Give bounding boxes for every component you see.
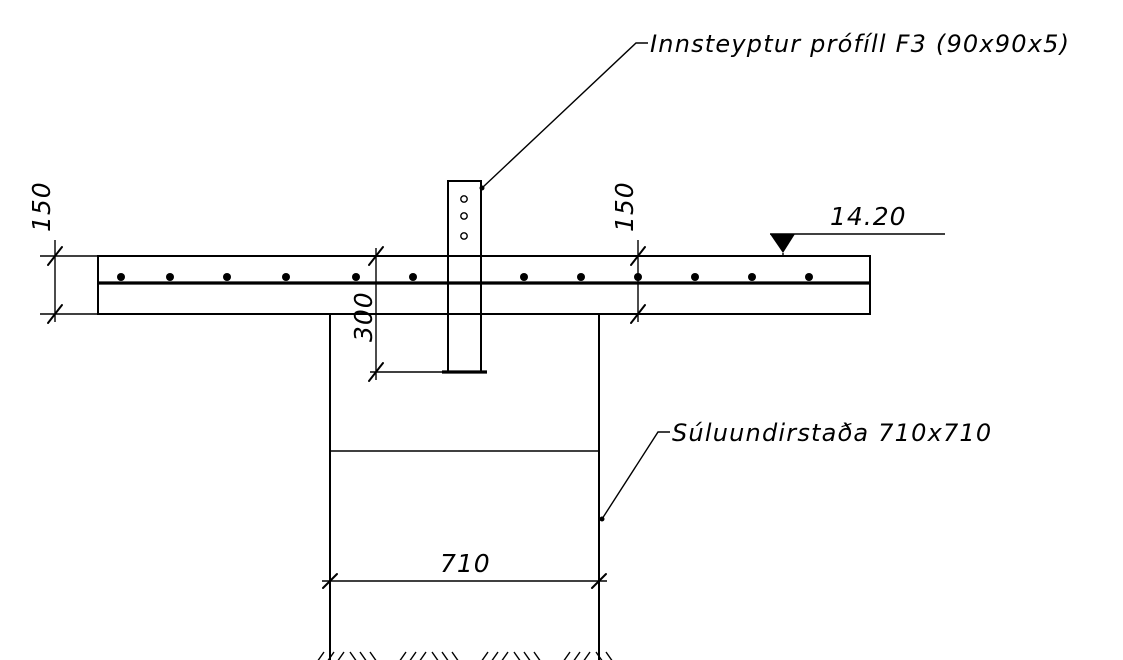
dimension-width-710: [322, 573, 607, 589]
dimension-mid-150: [630, 240, 646, 324]
elevation-value: 14.20: [830, 202, 907, 231]
footing-leader: [599, 431, 670, 522]
column-footing: [329, 313, 600, 660]
dimension-left-value: 150: [27, 181, 56, 232]
footing-label: Súluundirstaða 710x710: [672, 419, 992, 447]
embedded-steel-profile: [442, 180, 487, 374]
dimension-mid-value: 150: [610, 181, 639, 232]
ground-hatch: [317, 651, 613, 660]
profile-leader: [479, 42, 648, 191]
dimension-width-value: 710: [440, 549, 491, 578]
dimension-left-150: [40, 240, 98, 324]
dimension-embed-300: [368, 246, 448, 382]
elevation-marker: [770, 233, 945, 256]
profile-label: Innsteyptur prófíll F3 (90x90x5): [650, 30, 1070, 58]
concrete-slab: [97, 255, 871, 315]
dimension-embed-value: 300: [349, 291, 378, 342]
rebar-dots: [117, 273, 813, 281]
